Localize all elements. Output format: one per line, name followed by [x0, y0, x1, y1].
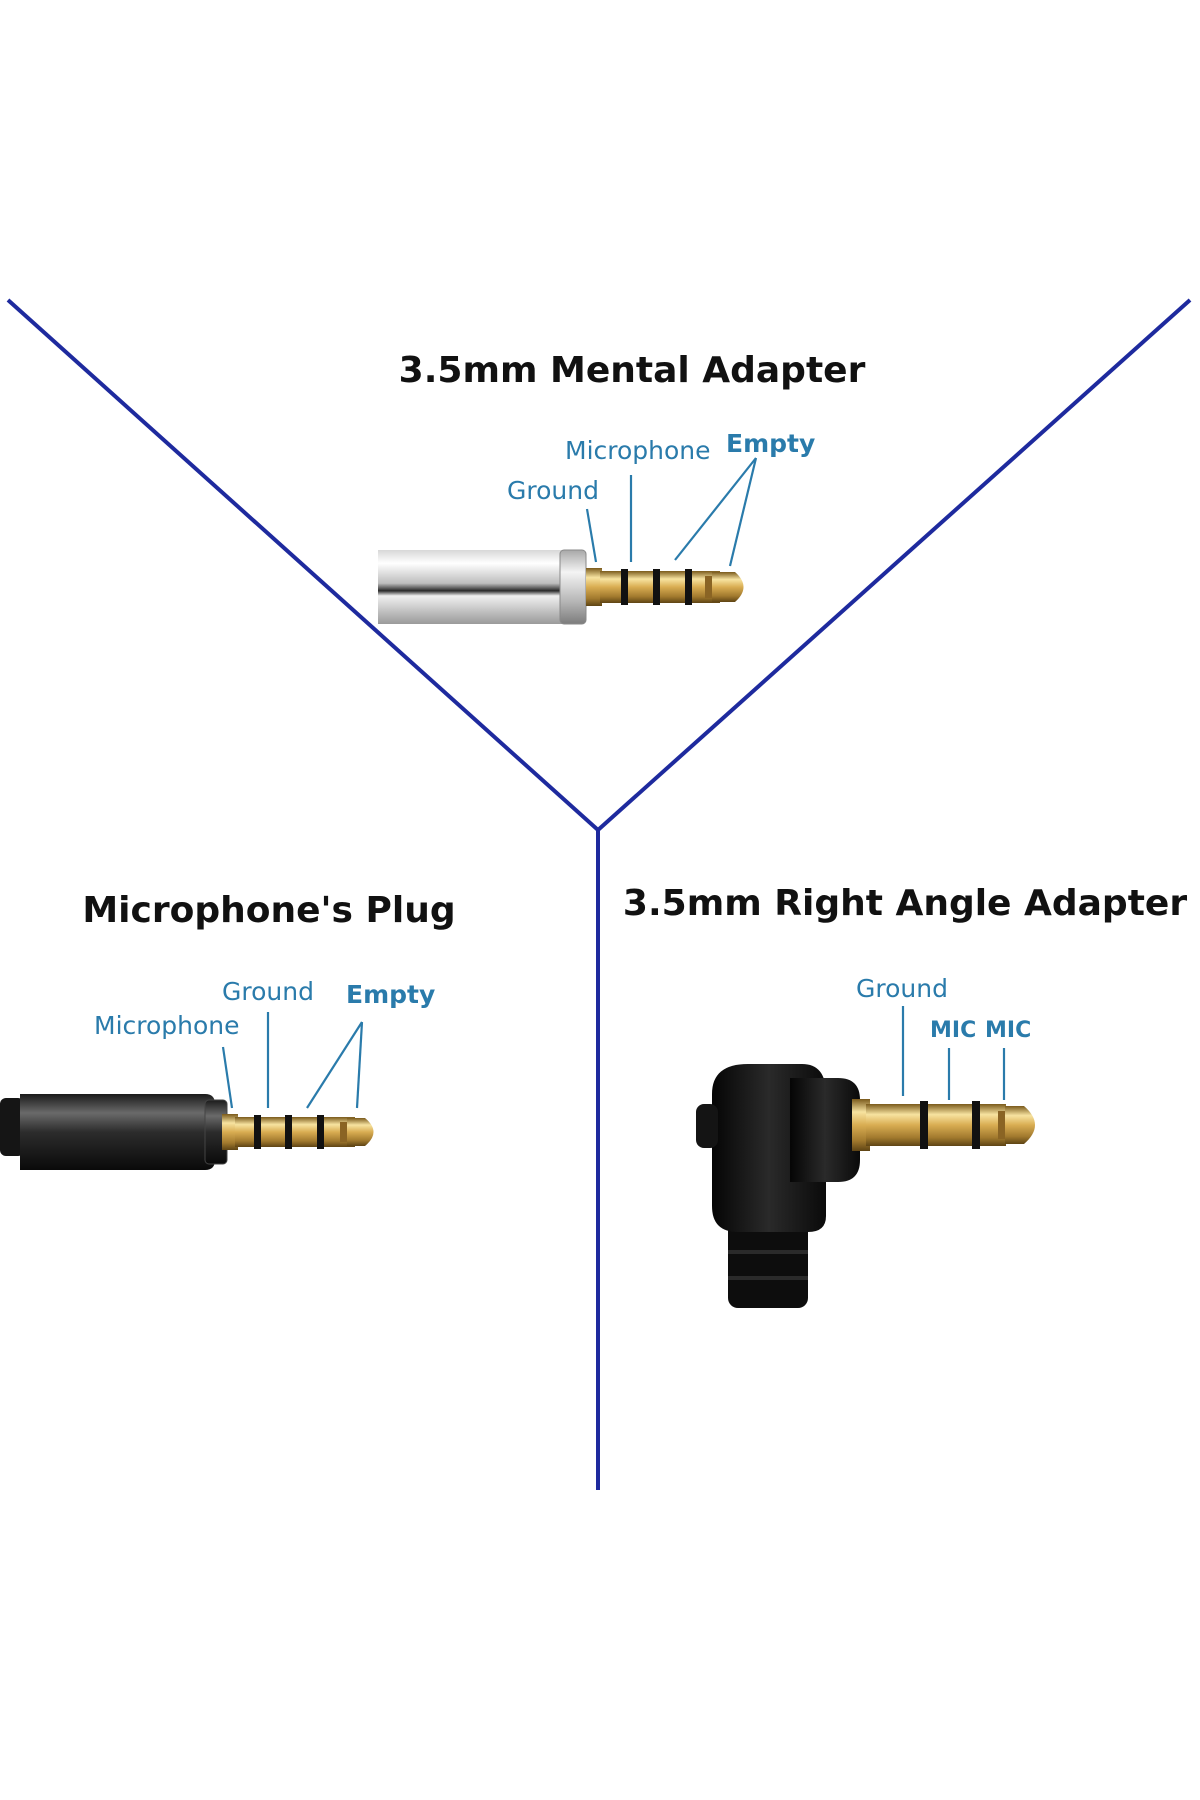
label-right-mic-1: MIC	[930, 1018, 976, 1043]
left-leader-lines	[221, 1012, 364, 1109]
panel-right-title: 3.5mm Right Angle Adapter	[623, 883, 1187, 924]
divider-left-diagonal	[6, 298, 600, 832]
label-left-empty: Empty	[346, 980, 435, 1009]
panel-left-title: Microphone's Plug	[82, 890, 455, 931]
right-leader-lines	[901, 1006, 1006, 1100]
label-right-mic-2: MIC	[985, 1018, 1031, 1043]
label-right-ground: Ground	[856, 974, 948, 1003]
panel-left: Microphone's Plug Ground Empty Microphon…	[0, 890, 456, 1170]
label-top-empty: Empty	[726, 429, 815, 458]
panel-top: 3.5mm Mental Adapter Microphone Empty Gr…	[378, 350, 866, 625]
panel-right: 3.5mm Right Angle Adapter Ground MIC MIC	[623, 883, 1187, 1308]
black-4-pole-plug	[0, 1094, 374, 1170]
label-top-microphone: Microphone	[565, 436, 711, 465]
panel-dividers	[6, 298, 1192, 1490]
panel-top-title: 3.5mm Mental Adapter	[399, 350, 866, 391]
label-left-ground: Ground	[222, 977, 314, 1006]
label-left-microphone: Microphone	[94, 1011, 240, 1040]
silver-4-pole-plug	[378, 549, 744, 625]
top-leader-lines	[585, 457, 758, 567]
divider-right-diagonal	[596, 298, 1192, 832]
right-angle-3-pole-plug	[696, 1064, 1035, 1308]
label-top-ground: Ground	[507, 476, 599, 505]
